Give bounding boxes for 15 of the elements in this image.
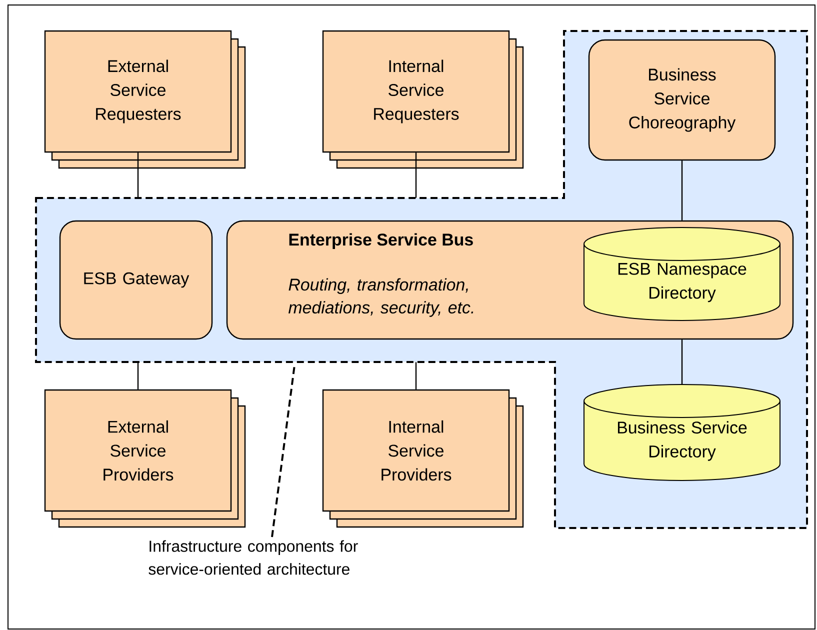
- connector-line: [681, 160, 683, 220]
- connector-line: [681, 340, 683, 384]
- connector-line: [137, 152, 139, 198]
- cylinder: Business Service Directory: [584, 384, 780, 481]
- stacked-box: External Service Requesters: [44, 30, 246, 169]
- callout-text: Infrastructure components for service-oriented architecture: [148, 540, 358, 575]
- stacked-box: Internal Service Providers: [322, 389, 524, 528]
- rounded-box: ESB Gateway: [59, 220, 213, 340]
- connector-line: [415, 152, 417, 198]
- connector-line: [137, 362, 139, 390]
- stacked-box: Internal Service Requesters: [322, 30, 524, 169]
- stacked-box: External Service Providers: [44, 389, 246, 528]
- cylinder: ESB Namespace Directory: [584, 227, 780, 321]
- rounded-box: Business Service Choreography: [588, 39, 776, 161]
- connector-line: [415, 362, 417, 390]
